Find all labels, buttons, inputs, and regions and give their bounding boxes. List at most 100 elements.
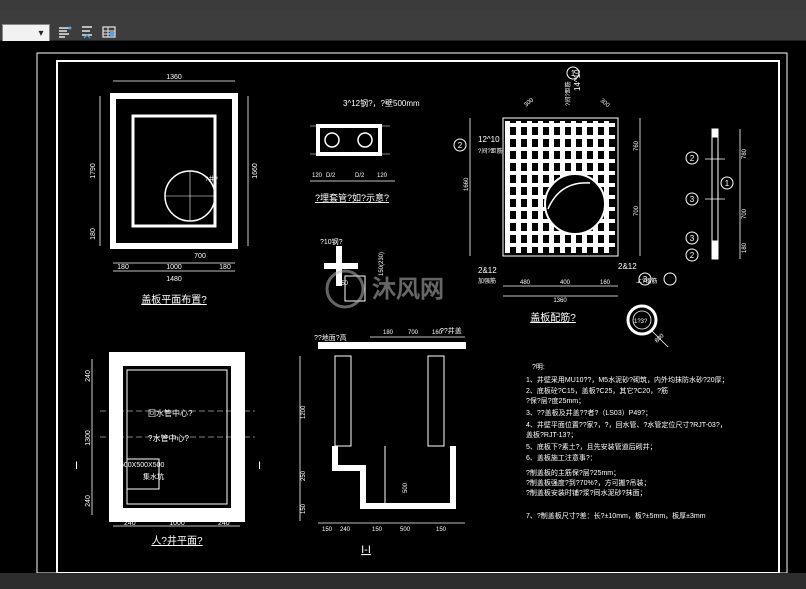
ring-label: 1?3? [634,319,648,325]
cover-dim-right: 1660 [252,163,259,179]
rebar-dim-400: 400 [560,280,571,286]
ladder-detail-view [324,246,366,302]
watermark: 沐风网 [325,269,444,309]
side-num-2: 2 [690,154,695,163]
cover-plan-title: 盖板平面布置? [141,293,207,306]
dim-style-icon[interactable] [78,24,96,44]
watermark-text: 沐风网 [372,276,444,303]
cover-dim-bottom-total: 1480 [166,276,182,283]
pipe-dim-120d: 120 [377,173,388,179]
notes-line: 6、盖板施工注意事?： [526,453,597,462]
notes-line: 3、??盖板及井盖??者?（LS03）P49?； [526,408,652,417]
cover-dim-top: 1360 [166,74,182,81]
design-notes: ?明: 1、井壁采用MU10??，M5水泥砂?砌筑，内外均抹防水砂?20厚； 2… [526,363,729,520]
rebar-num-2: 2 [458,141,463,150]
side-num-1: 1 [725,179,730,188]
ladder-dim-150: 150 [338,281,349,287]
section-dim-150d: 150 [436,527,447,533]
rebar-dim-1360: 1360 [553,298,567,304]
rebar-callout-4: 2&12 [618,262,637,271]
chevron-down-icon[interactable]: ▾ [38,28,44,39]
rebar-dim-760: 760 [634,140,640,151]
section-view [299,336,466,524]
pipe-detail-top-label: 3^12钢?，?壁500mm [343,98,420,108]
rebar-dim-160: 160 [600,280,611,286]
notes-line: ?保?层?度25mm； [526,396,585,405]
title-strip [0,0,806,10]
cover-dim-bottom-b: 1000 [166,264,182,271]
side-num-3b: 3 [690,234,695,243]
rebar-callout-1: 14^10 [573,69,582,91]
section-dim-150b: 150 [322,527,333,533]
notes-line: ?制盖板的主筋保?层?25mm； [526,468,620,477]
well-dim-240b: 240 [218,520,230,527]
ladder-dim-150b: 150(230) [379,252,385,276]
pipe-detail-title: ?埋套管?如?示意? [315,192,389,203]
drawing-canvas[interactable]: 1360 1660 1790 180 180 1000 180 1480 700… [0,41,806,574]
drawing-frame [36,52,788,574]
section-dim-180: 180 [383,330,394,336]
rebar-callout-3b: 加强筋 [478,277,496,285]
section-ground-label: ??地面?高 [314,333,347,342]
notes-line: 7、?制盖板尺寸?差：长?±10mm，板?±5mm，板厚±3mm [526,511,706,520]
pipe-detail-view [310,124,395,182]
section-dim-150: 150 [301,503,307,514]
cover-plan-view [99,80,249,272]
notes-line: 5、底板下?素土?，且先安装管道后砌井； [526,442,657,451]
rebar-dim-700: 700 [634,205,640,216]
rebar-callout-2b: ?间?距筋 [478,147,503,155]
notes-line: 盖板?RJT-13?； [526,430,577,439]
table-style-icon[interactable] [100,24,118,44]
section-dim-500v: 500 [403,482,409,493]
side-num-3a: 3 [690,195,695,204]
cover-dim-700: 700 [194,253,206,260]
cover-dim-bottom-c: 180 [219,264,231,271]
side-dim-180: 180 [742,242,748,253]
well-dim-240a: 240 [124,520,136,527]
rebar-dim-300b: 300 [599,98,611,109]
rebar-plan-title: 盖板配筋? [530,311,576,324]
well-section-mark-right: I [258,460,261,472]
status-bar [0,573,806,589]
cover-dim-bottom-a: 180 [117,264,129,271]
well-section-mark-left: I [75,460,78,472]
well-outlet-label: ?水管中心? [148,433,189,443]
section-dim-1200: 1200 [301,405,307,419]
section-title: I-I [361,544,371,556]
rebar-dim-300a: 300 [523,97,535,108]
ladder-top-label: ?10钢? [320,237,343,246]
well-sump-label: 500X500X500 [120,462,164,469]
ring-detail-view [626,304,669,348]
well-plan-view [91,352,255,527]
section-dim-700: 700 [408,330,419,336]
cover-dim-left: 1790 [90,163,97,179]
rebar-num-3: 3 [643,275,648,284]
well-dim-1300: 1300 [85,430,92,446]
section-dim-250: 250 [301,470,307,481]
rebar-num-1: 1 [571,69,576,78]
section-cover-label: ??井盖 [440,326,462,335]
section-dim-240: 240 [340,527,351,533]
side-detail-view [685,128,741,262]
ring-dim: 800 [654,333,666,345]
rebar-dim-1660: 1660 [464,177,470,191]
rebar-callout-1b: ?间?距筋 [564,81,572,106]
well-dim-1000: 1000 [169,520,185,527]
properties-toolbar: ▾ [0,10,806,44]
side-dim-700: 700 [742,208,748,219]
notes-line: ?制盖板安装时铺?浆?同水泥砂?抹面； [526,488,647,497]
rebar-callout-3: 2&12 [478,266,497,275]
text-style-icon[interactable] [56,24,74,44]
well-inlet-label: 回水管中心? [148,408,193,418]
well-plan-title: 人?井平面? [151,534,203,547]
notes-line: ?制盖板强度?到?70%?，方可搬?吊装； [526,478,650,487]
pipe-dim-d2b: D/2 [355,173,365,179]
side-dim-780: 780 [742,148,748,159]
rebar-dim-480: 480 [520,280,531,286]
cover-dim-left-b: 180 [90,228,97,240]
notes-line: 4、井壁平面位置??家?，?，回水管、?水管定位尺寸?RJT-03?， [526,420,727,429]
pipe-dim-d2: D/2 [326,173,336,179]
well-dim-240c: 240 [85,370,92,382]
rebar-callout-2: 12^10 [478,135,500,144]
well-sump-label2: 集水坑 [143,472,164,481]
